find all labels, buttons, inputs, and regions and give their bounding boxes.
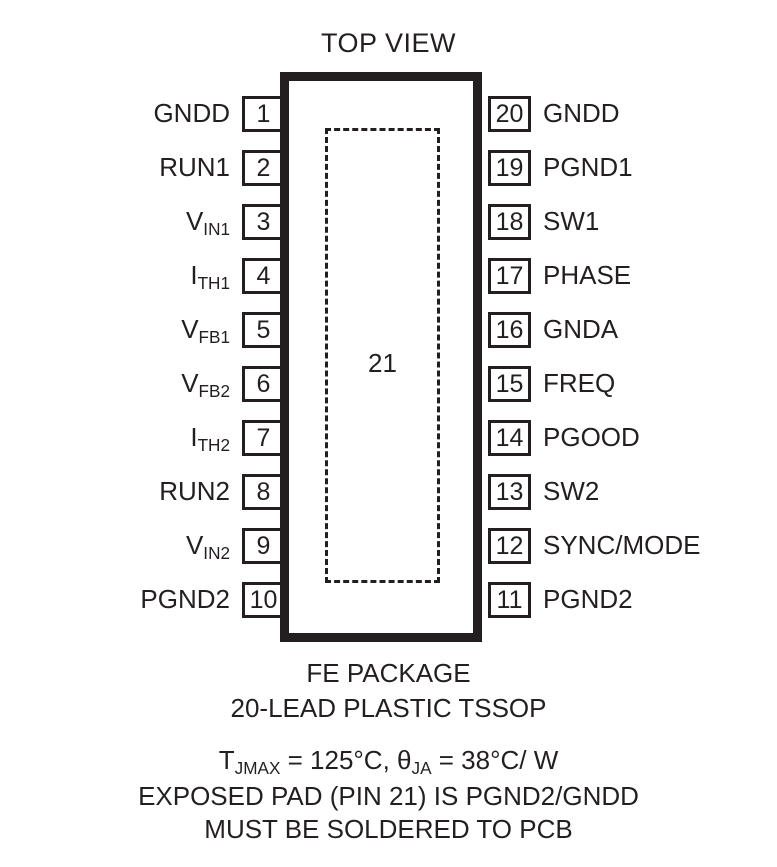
exposed-pad-number: 21 (368, 348, 397, 378)
pin-number-14: 14 (488, 420, 531, 456)
pin-label-base: V (185, 530, 204, 560)
pin-row: 7 ITH2 (120, 420, 285, 456)
pin-number-19: 19 (488, 150, 531, 186)
pin-number-4: 4 (242, 258, 285, 294)
pin-label-6: VFB2 (181, 366, 230, 402)
pin-number-12: 12 (488, 528, 531, 564)
theta-symbol: θ (397, 745, 412, 775)
tjmax-symbol: T (218, 745, 235, 775)
pin-number-10: 10 (242, 582, 285, 618)
pin-row: 10 PGND2 (120, 582, 285, 618)
pin-number-5: 5 (242, 312, 285, 348)
pin-number-9: 9 (242, 528, 285, 564)
pin-label-subscript: TH1 (197, 273, 230, 294)
package-name-caption: FE PACKAGE (306, 658, 471, 688)
pin-row: 13 SW2 (478, 474, 777, 510)
pin-row: 14 PGOOD (478, 420, 777, 456)
pin-label-17: PHASE (543, 260, 632, 290)
pin-label-subscript: FB2 (198, 381, 230, 402)
exposed-pad-note-line1: EXPOSED PAD (PIN 21) IS PGND2/GNDD (138, 781, 639, 811)
pin-number-7: 7 (242, 420, 285, 456)
pin-label-15: FREQ (543, 368, 616, 398)
tjmax-subscript: JMAX (234, 758, 281, 779)
pin-label-14: PGOOD (543, 422, 640, 452)
thermal-spec-caption: TJMAX = 125°C, θJA = 38°C/ W (0, 745, 777, 779)
pin-label-subscript: IN1 (203, 219, 230, 240)
pin-row: 18 SW1 (478, 204, 777, 240)
pin-label-base: V (185, 206, 204, 236)
top-view-title: TOP VIEW (320, 28, 457, 58)
pin-row: 5 VFB1 (120, 312, 285, 348)
pin-number-20: 20 (488, 96, 531, 132)
tjmax-value: = 125°C, (280, 745, 398, 775)
pin-number-6: 6 (242, 366, 285, 402)
pin-number-8: 8 (242, 474, 285, 510)
pin-label-subscript: FB1 (198, 327, 230, 348)
pin-label-5: VFB1 (181, 312, 230, 348)
theta-value: = 38°C/ W (431, 745, 559, 775)
pin-row: 1 GNDD (120, 96, 285, 132)
pin-label-20: GNDD (543, 98, 620, 128)
pin-row: 2 RUN1 (120, 150, 285, 186)
theta-subscript: JA (411, 758, 432, 779)
pin-row: 11 PGND2 (478, 582, 777, 618)
pin-row: 19 PGND1 (478, 150, 777, 186)
package-description-caption: 20-LEAD PLASTIC TSSOP (230, 693, 547, 723)
pin-row: 4 ITH1 (120, 258, 285, 294)
pin-number-18: 18 (488, 204, 531, 240)
pin-row: 20 GNDD (478, 96, 777, 132)
pin-label-19: PGND1 (543, 152, 633, 182)
pin-row: 17 PHASE (478, 258, 777, 294)
pin-label-9: VIN2 (186, 528, 230, 564)
pin-row: 9 VIN2 (120, 528, 285, 564)
pin-number-15: 15 (488, 366, 531, 402)
pin-label-12: SYNC/MODE (543, 530, 701, 560)
pin-label-4: ITH1 (190, 258, 230, 294)
pin-label-subscript: TH2 (197, 435, 230, 456)
pin-label-7: ITH2 (190, 420, 230, 456)
pin-label-3: VIN1 (186, 204, 230, 240)
pin-row: 15 FREQ (478, 366, 777, 402)
pin-label-subscript: IN2 (203, 543, 230, 564)
pin-label-13: SW2 (543, 476, 600, 506)
pin-number-3: 3 (242, 204, 285, 240)
package-body-outline (280, 72, 482, 642)
pin-label-base: V (181, 368, 199, 398)
pin-label-8: RUN2 (159, 476, 230, 506)
pin-number-13: 13 (488, 474, 531, 510)
pin-number-1: 1 (242, 96, 285, 132)
pin-label-10: PGND2 (140, 584, 230, 614)
pin-number-17: 17 (488, 258, 531, 294)
pin-label-18: SW1 (543, 206, 600, 236)
pin-label-11: PGND2 (543, 584, 633, 614)
pin-label-2: RUN1 (159, 152, 230, 182)
pin-row: 16 GNDA (478, 312, 777, 348)
pin-label-base: I (190, 422, 198, 452)
exposed-pad-note-line2: MUST BE SOLDERED TO PCB (204, 814, 573, 844)
pin-label-1: GNDD (153, 98, 230, 128)
pin-row: 3 VIN1 (120, 204, 285, 240)
pin-label-base: V (181, 314, 199, 344)
pin-row: 6 VFB2 (120, 366, 285, 402)
pin-label-16: GNDA (543, 314, 619, 344)
pin-label-base: I (190, 260, 198, 290)
pin-number-16: 16 (488, 312, 531, 348)
exposed-pad-outline (325, 128, 440, 583)
pin-row: 12 SYNC/MODE (478, 528, 777, 564)
pin-row: 8 RUN2 (120, 474, 285, 510)
pin-number-2: 2 (242, 150, 285, 186)
pin-number-11: 11 (488, 582, 531, 618)
